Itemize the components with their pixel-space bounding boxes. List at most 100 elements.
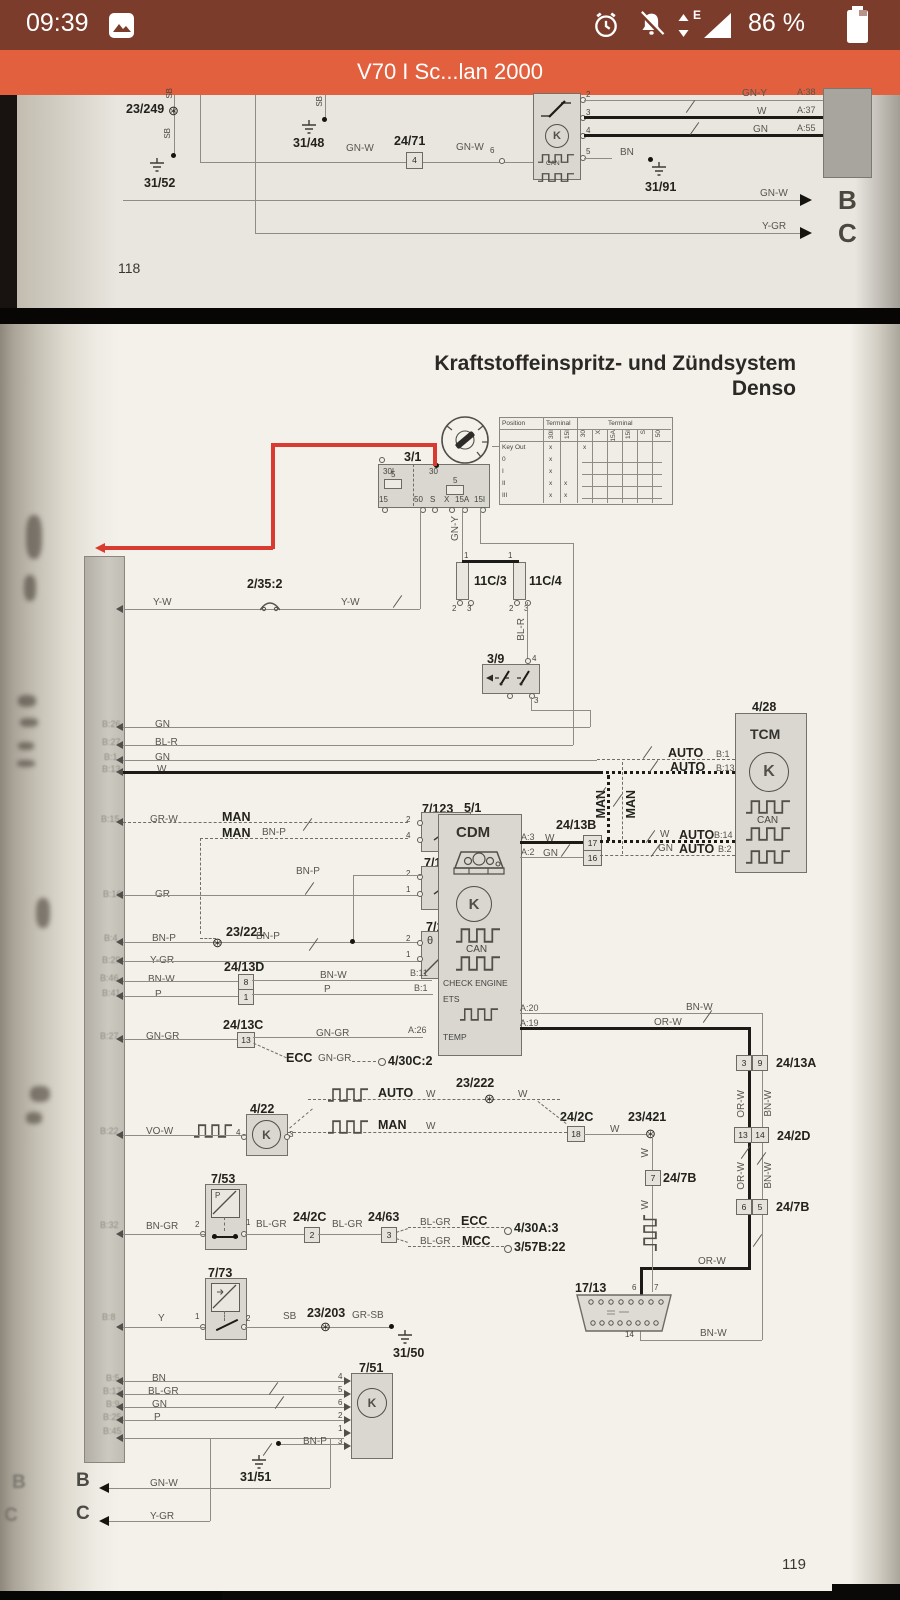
wire-dashed — [352, 1061, 376, 1062]
crossing-slash — [642, 746, 653, 759]
pin-circle — [382, 507, 388, 513]
table-bar — [582, 498, 662, 500]
wire-label: BN-W — [686, 1002, 713, 1013]
cdm-box — [438, 814, 522, 1056]
arrow-into-ecm — [116, 818, 123, 826]
connector-pin: 9 — [752, 1055, 768, 1071]
arrow-into-box — [344, 1377, 351, 1385]
wire-label: BN-W — [700, 1328, 727, 1339]
ground-symbol — [396, 1330, 414, 1349]
terminal-circle — [504, 1245, 512, 1253]
pin-circle — [379, 457, 385, 463]
wire — [325, 95, 327, 120]
ecm-pin-label: B:15 — [101, 814, 120, 824]
table-header: Terminal — [608, 420, 633, 427]
arrow-into-box — [344, 1442, 351, 1450]
wire — [200, 162, 533, 164]
wire-label: BN — [620, 147, 634, 158]
junction-dot — [389, 1324, 394, 1329]
connector-pin: 14 — [751, 1127, 769, 1143]
can-label: CAN — [546, 160, 560, 167]
wire — [480, 509, 482, 543]
wire-label: SB — [315, 96, 324, 107]
terminal-label: 30I — [383, 467, 395, 476]
wire — [330, 1438, 332, 1488]
wire — [252, 994, 433, 996]
ets-label: ETS — [443, 994, 460, 1004]
pin-label: 3 — [524, 604, 528, 613]
wire — [280, 1444, 344, 1446]
wire-thick — [520, 1027, 751, 1030]
connector-pin: 3 — [381, 1227, 397, 1243]
pin-label: B:1 — [716, 749, 730, 759]
fuse-label: 5 — [391, 470, 396, 479]
table-line — [652, 429, 654, 503]
connector-pin: 8 — [238, 974, 254, 990]
table-row-label: 0 — [502, 456, 506, 463]
wire — [123, 981, 238, 983]
spine-smudge — [26, 1112, 42, 1124]
pin-label: A:2 — [521, 847, 535, 857]
wire-label: W — [757, 106, 767, 117]
wire-dashed — [289, 1108, 313, 1129]
component-label: 7/73 — [208, 1266, 233, 1280]
wire — [123, 760, 597, 762]
table-bar — [582, 474, 662, 476]
table-col: S — [640, 430, 647, 435]
offpage-letter-ghost: C — [4, 1505, 18, 1526]
wire-label: SB — [165, 88, 174, 99]
wire-label: GR-SB — [352, 1310, 384, 1321]
wire — [123, 609, 420, 611]
pin-circle — [457, 600, 463, 606]
page-number-119: 119 — [782, 1556, 806, 1573]
pin-label: 4 — [236, 1128, 241, 1137]
arrow-into-ecm — [116, 1390, 123, 1398]
connector-pin: 7 — [645, 1170, 661, 1186]
app-title-bar[interactable]: V70 I Sc...lan 2000 — [0, 50, 900, 95]
photo-page-118[interactable] — [0, 95, 900, 308]
table-col: 15I — [625, 430, 632, 440]
ecm-pin-label: B:32 — [100, 1220, 119, 1230]
mode-label: AUTO — [679, 828, 715, 842]
pulse-icon — [746, 800, 790, 814]
signal-icon — [702, 11, 733, 45]
junction-dot — [648, 157, 653, 162]
volume-updown-icon — [676, 13, 691, 43]
pin-circle — [417, 956, 423, 962]
check-engine-label: CHECK ENGINE — [443, 978, 508, 988]
table-line — [543, 417, 545, 503]
ecm-pin-label: B:46 — [100, 973, 119, 983]
ecm-pin-label: B:27 — [102, 737, 121, 747]
component-label: 5/1 — [464, 801, 482, 815]
theta-glyph: θ — [427, 935, 434, 947]
pin-label: 4 — [406, 831, 411, 840]
pulse-icon — [746, 850, 790, 864]
terminal-circle — [504, 1227, 512, 1235]
wire-label: GN-GR — [316, 1028, 350, 1039]
fuse-label: 11C/4 — [529, 574, 562, 588]
wire — [252, 980, 432, 982]
wire-label: SB — [163, 128, 172, 139]
wire-dashed — [308, 1099, 560, 1100]
wire-label: P — [154, 1412, 161, 1423]
wire-label: BN-GR — [146, 1221, 179, 1232]
wire-dashed — [200, 938, 216, 939]
splice-label: 23/222 — [456, 1076, 495, 1090]
wire — [123, 1234, 205, 1236]
pulse-icon — [538, 169, 574, 182]
connector-label: 24/2C — [560, 1110, 594, 1124]
pin-circle — [468, 600, 474, 606]
diagram-title: Kraftstoffeinspritz- und Zündsystem — [434, 352, 796, 375]
contact-bar — [212, 1236, 238, 1238]
splice-symbol: ⊛ — [212, 935, 223, 950]
wire — [123, 1039, 237, 1041]
connector-pin: 1 — [238, 989, 254, 1005]
table-row-label: II — [502, 480, 506, 487]
wire-dashed — [408, 1246, 504, 1247]
wire — [420, 509, 422, 609]
wire — [573, 543, 575, 745]
wire-red — [433, 443, 437, 466]
arrow-left-icon — [99, 1483, 109, 1493]
connector-pin: 5 — [752, 1199, 768, 1215]
status-bar: 09:39 E 86 % — [0, 0, 900, 50]
